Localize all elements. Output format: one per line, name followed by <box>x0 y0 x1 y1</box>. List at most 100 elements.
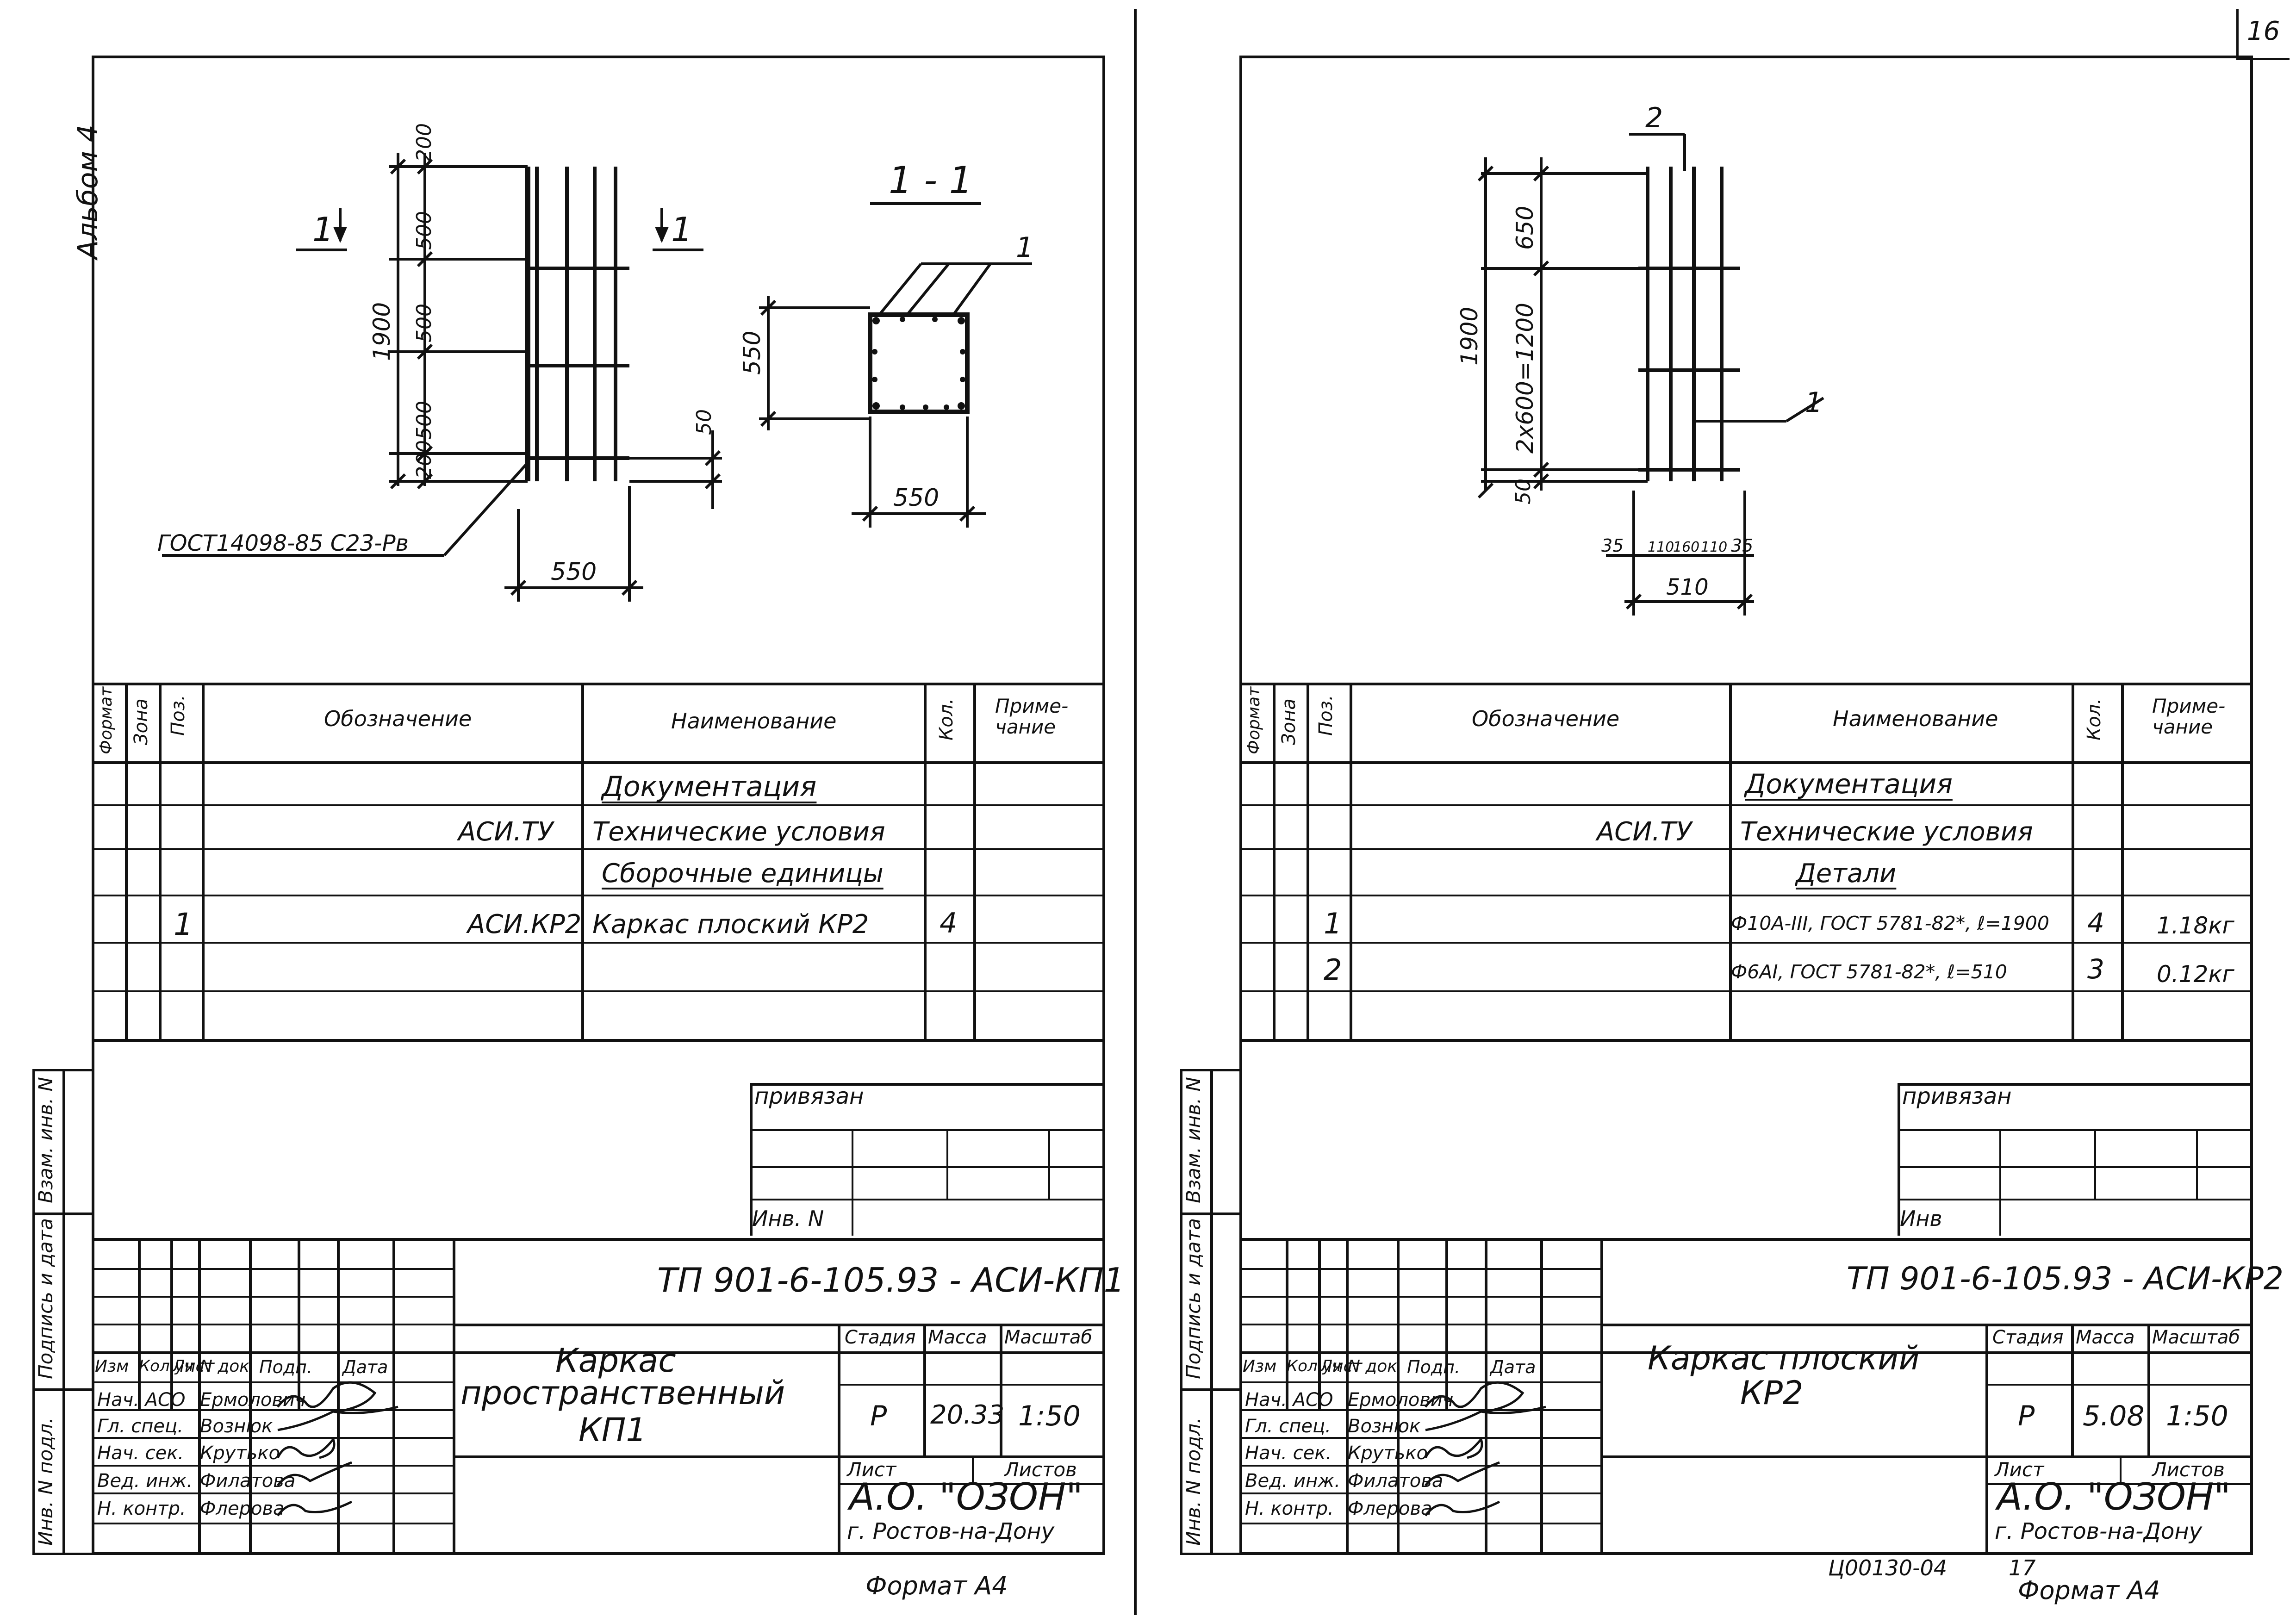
col-podp: Подп. <box>259 1357 313 1377</box>
hdr-designation: Обозначение <box>1472 706 1620 731</box>
spec-row-name: Каркас плоский КР2 <box>592 909 869 939</box>
spec-row-name: Ф10А-III, ГОСТ 5781-82*, ℓ=1900 <box>1731 912 2049 934</box>
privyazan-label: привязан <box>754 1083 864 1109</box>
col-kol: Кол.уч <box>139 1357 193 1375</box>
gost-note: ГОСТ14098-85 С23-Рв <box>157 530 409 556</box>
mass-label: Масса <box>928 1327 987 1348</box>
title-line-1: Каркас плоский <box>1648 1339 1920 1377</box>
spec-row-heading: Документация <box>1745 768 1953 800</box>
spec-row-heading: Сборочные единицы <box>602 858 884 889</box>
staff-name: Флерова <box>200 1498 285 1519</box>
spec-row-heading: Детали <box>1796 858 1897 889</box>
hdr-designation: Обозначение <box>324 706 472 731</box>
org-name: А.О. "ОЗОН" <box>849 1475 1083 1518</box>
staff-role: Гл. спец. <box>1245 1416 1331 1437</box>
stamp-podpis: Подпись и дата <box>1182 1218 1205 1379</box>
inv-label: Инв <box>1900 1206 1942 1231</box>
sheet-label: Лист <box>847 1458 896 1481</box>
col-izm: Изм <box>1243 1357 1277 1376</box>
stage-label: Стадия <box>845 1327 916 1348</box>
section-mark-left-a: 1 <box>312 210 334 249</box>
staff-name: Ермолович <box>1348 1389 1454 1411</box>
spec-row-pos: 1 <box>174 907 193 942</box>
mass-label: Масса <box>2076 1327 2135 1348</box>
col-ndok: N док <box>1348 1357 1398 1376</box>
hdr-name: Наименование <box>1833 706 1998 731</box>
bottom-number: 17 <box>2009 1555 2036 1580</box>
mass-value: 5.08 <box>2083 1400 2145 1432</box>
dim-550-section: 550 <box>893 484 940 512</box>
staff-name: Вознюк <box>1348 1416 1421 1437</box>
org-city: г. Ростов-на-Дону <box>847 1518 1055 1544</box>
staff-role: Н. контр. <box>1245 1498 1334 1519</box>
doc-code: ТП 901-6-105.93 - АСИ-КР2 <box>1847 1261 2284 1297</box>
stamp-vzam: Взам. инв. N <box>1182 1077 1205 1203</box>
col-kol: Кол.уч <box>1287 1357 1341 1375</box>
staff-role: Нач. сек. <box>97 1443 184 1464</box>
org-city: г. Ростов-на-Дону <box>1995 1518 2203 1544</box>
spec-row-heading: Документация <box>602 771 817 803</box>
spec-row-name: Технические условия <box>592 817 885 847</box>
format-label: Формат А4 <box>865 1571 1008 1600</box>
staff-role: Гл. спец. <box>97 1416 183 1437</box>
staff-name: Флерова <box>1348 1498 1432 1519</box>
callout-1-left: 1 <box>1016 231 1034 264</box>
format-label: Формат А4 <box>2018 1576 2160 1605</box>
title-line-2: пространственный <box>460 1374 785 1412</box>
scale-label: Масштаб <box>2152 1327 2240 1348</box>
dim-510: 510 <box>1666 574 1709 600</box>
dim-110b: 110 <box>1701 539 1728 555</box>
left-drawing <box>162 153 1032 602</box>
spec-row-name: Технические условия <box>1740 817 2033 847</box>
org-name: А.О. "ОЗОН" <box>1997 1475 2231 1518</box>
staff-name: Ермолович <box>200 1389 306 1411</box>
mass-value: 20.33 <box>930 1400 1005 1430</box>
page-number: 16 <box>2247 16 2280 46</box>
staff-name: Вознюк <box>200 1416 273 1437</box>
callout-2-right: 2 <box>1645 102 1663 134</box>
spec-row-designation: АСИ.ТУ <box>1597 817 1692 847</box>
section-mark-left-b: 1 <box>671 210 692 249</box>
privyazan-label: привязан <box>1902 1083 2012 1109</box>
sheet-label: Лист <box>1995 1458 2044 1481</box>
page-number-box <box>2236 9 2290 60</box>
dim-35a: 35 <box>1601 535 1624 556</box>
staff-role: Вед. инж. <box>1245 1470 1341 1492</box>
hdr-note-1: Приме- <box>995 695 1069 717</box>
doc-code: ТП 901-6-105.93 - АСИ-КП1 <box>657 1261 1125 1300</box>
dim-35b: 35 <box>1731 535 1754 556</box>
scale-label: Масштаб <box>1004 1327 1093 1348</box>
spec-row-designation: АСИ.ТУ <box>458 817 554 847</box>
bottom-code: Ц00130-04 <box>1828 1555 1948 1580</box>
inv-label: Инв. N <box>752 1206 824 1231</box>
spec-row-qty: 4 <box>940 907 958 939</box>
col-data: Дата <box>1490 1357 1536 1377</box>
title-line-2: КР2 <box>1740 1374 1804 1412</box>
staff-name: Филатова <box>200 1470 296 1492</box>
dim-160: 160 <box>1673 539 1700 555</box>
staff-role: Нач. АСО <box>97 1389 186 1411</box>
hdr-note-2: чание <box>995 715 1056 738</box>
col-data: Дата <box>342 1357 388 1377</box>
callout-1-right: 1 <box>1805 386 1823 419</box>
spec-row-qty: 3 <box>2087 953 2104 985</box>
staff-role: Вед. инж. <box>97 1470 193 1492</box>
stamp-inv-podl: Инв. N подл. <box>1182 1417 1205 1546</box>
stage-label: Стадия <box>1992 1327 2064 1348</box>
title-line-3: КП1 <box>579 1411 647 1449</box>
dim-110a: 110 <box>1648 539 1674 555</box>
col-list: Лист <box>1320 1357 1363 1376</box>
spec-row-note: 1.18кг <box>2157 912 2234 939</box>
hdr-note-2: чание <box>2152 715 2213 738</box>
spec-row-designation: АСИ.КР2 <box>467 909 582 939</box>
hdr-note-1: Приме- <box>2152 695 2226 717</box>
stage-value: Р <box>870 1400 887 1432</box>
section-title: 1 - 1 <box>889 159 973 202</box>
col-podp: Подп. <box>1407 1357 1461 1377</box>
staff-name: Крутько <box>200 1443 280 1464</box>
dim-550-bottom: 550 <box>551 558 597 586</box>
spec-row-pos: 2 <box>1324 953 1342 987</box>
stage-value: Р <box>2018 1400 2035 1432</box>
right-drawing <box>1477 133 1824 616</box>
